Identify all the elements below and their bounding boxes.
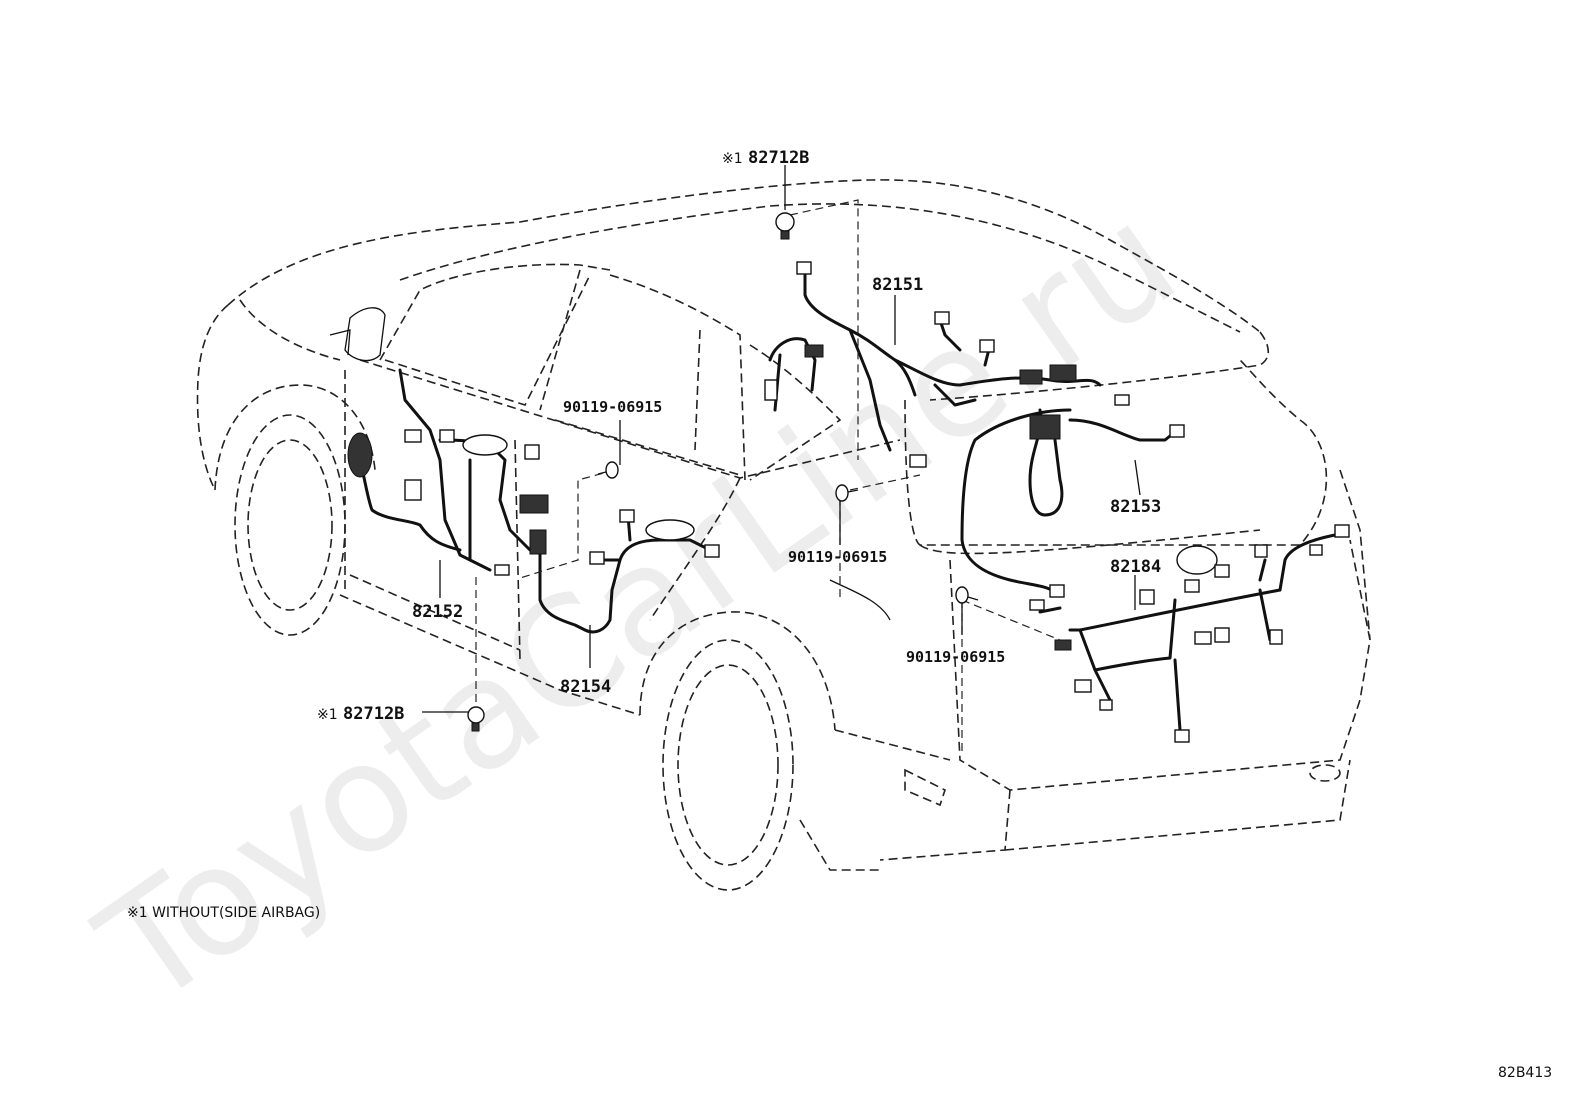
harness-82184 xyxy=(1029,524,1350,743)
leader-lines xyxy=(422,165,1141,713)
label-bolt-lower: 90119-06915 xyxy=(906,648,1005,666)
footnote: ※1 WITHOUT(SIDE AIRBAG) xyxy=(127,905,320,921)
clip-label-bottom: ※1 82712B xyxy=(317,704,404,724)
bolt-middle-icon xyxy=(835,484,859,502)
clip-top-marker: ※1 xyxy=(722,151,743,167)
bolt-upper-icon xyxy=(597,461,619,479)
harness-82154 xyxy=(529,509,720,634)
clip-82712b-bottom-icon xyxy=(467,706,485,732)
harness-82151 xyxy=(764,261,1130,468)
clip-bottom-code: 82712B xyxy=(343,704,404,724)
diagram-code: 82B413 xyxy=(1498,1065,1552,1081)
bolt-lower-icon xyxy=(955,586,979,604)
clip-top-code: 82712B xyxy=(748,148,809,168)
label-82151: 82151 xyxy=(872,275,923,295)
label-82154: 82154 xyxy=(560,677,611,697)
label-82153: 82153 xyxy=(1110,497,1161,517)
label-82152: 82152 xyxy=(412,602,463,622)
clip-82712b-top-icon xyxy=(775,212,795,240)
clip-bottom-marker: ※1 xyxy=(317,707,338,723)
harness-82152 xyxy=(347,368,549,576)
harness-82153 xyxy=(960,408,1185,598)
label-bolt-middle: 90119-06915 xyxy=(788,548,887,566)
side-mirror xyxy=(329,307,386,362)
vehicle-body-outline xyxy=(196,179,1371,891)
label-bolt-upper: 90119-06915 xyxy=(563,398,662,416)
clip-label-top: ※1 82712B xyxy=(722,148,809,168)
label-82184: 82184 xyxy=(1110,557,1161,577)
